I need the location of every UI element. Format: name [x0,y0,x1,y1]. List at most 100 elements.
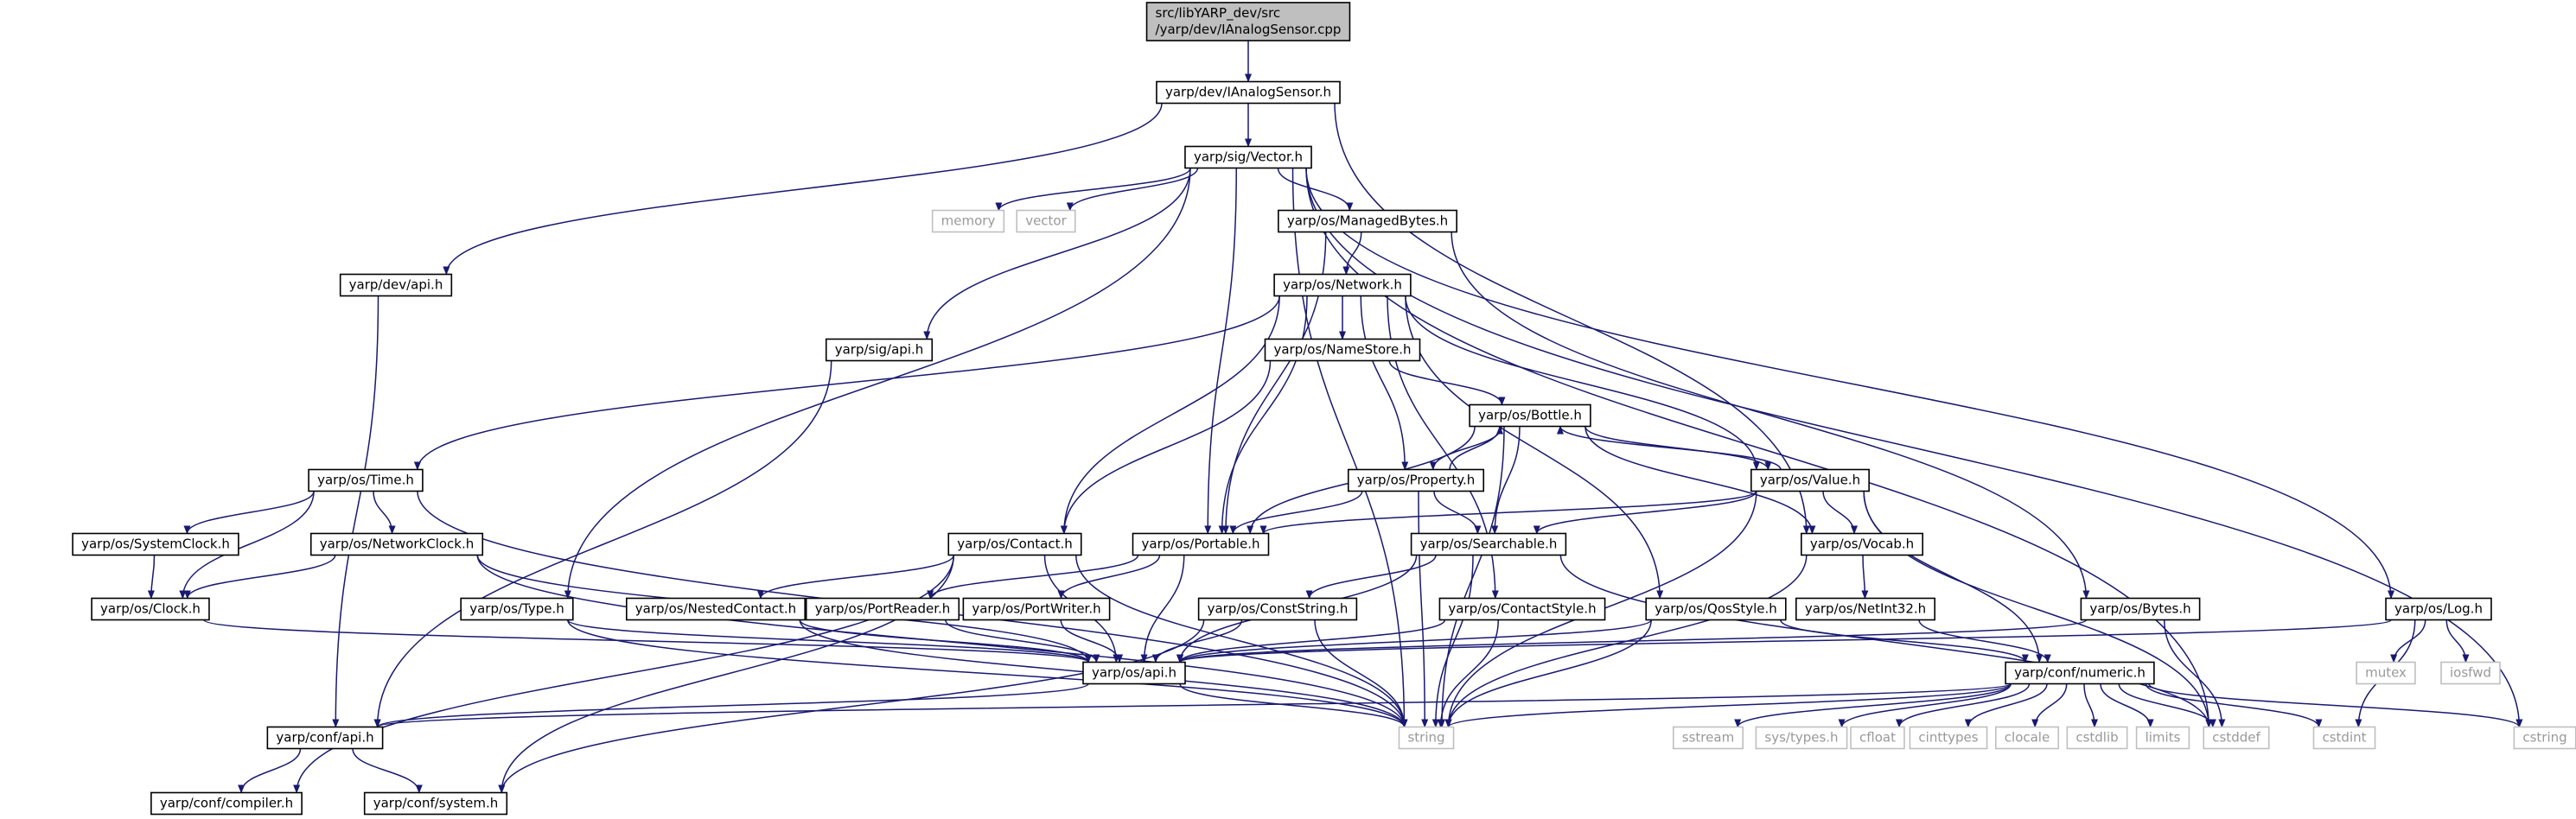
node-conststring[interactable]: yarp/os/ConstString.h [1197,597,1358,621]
node-contact[interactable]: yarp/os/Contact.h [947,532,1082,556]
node-cstdlib[interactable]: cstdlib [2066,726,2128,750]
edge-confapi-to-system [352,748,423,794]
edge-vector-to-string [1291,168,1408,728]
node-box [2005,661,2155,685]
edge-conststring-to-system [498,619,1205,794]
node-root[interactable]: src/libYARP_dev/src/yarp/dev/IAnalogSens… [1145,2,1351,41]
node-qosstyle[interactable]: yarp/os/QosStyle.h [1645,597,1787,621]
edge-property-to-searchable [1433,491,1482,535]
edge-portable-to-portwriter [1057,555,1161,600]
node-managedbytes[interactable]: yarp/os/ManagedBytes.h [1278,209,1457,233]
edge-value-to-portable [1259,490,1757,535]
node-namestore[interactable]: yarp/os/NameStore.h [1264,338,1421,362]
node-clock[interactable]: yarp/os/Clock.h [91,597,210,621]
node-osapi[interactable]: yarp/os/api.h [1082,661,1186,685]
dependency-edges [147,41,2523,794]
node-label: vector [1025,213,1067,229]
node-label: sys/types.h [1764,730,1838,746]
edge-qosstyle-to-string [1444,619,1652,728]
node-bottle[interactable]: yarp/os/Bottle.h [1469,403,1591,428]
node-property[interactable]: yarp/os/Property.h [1347,468,1485,492]
node-label: yarp/conf/numeric.h [2014,665,2146,681]
node-box [947,532,1082,556]
node-confapi[interactable]: yarp/conf/api.h [266,726,384,750]
edge-bottle-to-property [1429,426,1502,471]
node-numeric[interactable]: yarp/conf/numeric.h [2005,661,2155,685]
edge-numeric-to-cstddef [2118,683,2216,728]
node-vector[interactable]: vector [1016,209,1076,233]
node-box [1197,597,1358,621]
node-systemclock[interactable]: yarp/os/SystemClock.h [72,532,239,556]
node-box [1850,726,1905,750]
node-cfloat[interactable]: cfloat [1850,726,1905,750]
node-network[interactable]: yarp/os/Network.h [1273,273,1412,297]
node-label: iosfwd [2450,665,2491,681]
node-box [1278,209,1457,233]
node-box [2203,726,2270,750]
node-clocale[interactable]: clocale [1994,726,2060,750]
node-time[interactable]: yarp/os/Time.h [308,468,424,492]
edge-numeric-to-cinttypes [1964,683,2048,728]
node-cstring[interactable]: cstring [2513,726,2576,750]
edge-osapi-to-string [1179,683,1408,728]
edge-type-to-string [567,619,1408,728]
node-portable[interactable]: yarp/os/Portable.h [1132,532,1270,556]
node-devapi[interactable]: yarp/dev/api.h [339,273,453,297]
node-cinttypes[interactable]: cinttypes [1909,726,1988,750]
node-ianalogsensor[interactable]: yarp/dev/IAnalogSensor.h [1156,80,1341,105]
node-box [1273,273,1412,297]
node-portwriter[interactable]: yarp/os/PortWriter.h [962,597,1111,621]
edge-property-to-portable [1229,491,1363,535]
node-label: yarp/os/Type.h [469,601,564,617]
node-label: yarp/os/Searchable.h [1420,536,1558,552]
edge-osapi-to-confapi [373,682,1089,728]
edge-confapi-to-compiler [238,748,302,794]
node-label: /yarp/dev/IAnalogSensor.cpp [1156,22,1342,37]
node-sstream[interactable]: sstream [1673,726,1744,750]
edge-contactstyle-to-osapi [1176,619,1446,663]
edge-portable-to-portreader [927,555,1139,600]
node-box [1082,661,1186,685]
node-type[interactable]: yarp/os/Type.h [460,597,574,621]
node-networkclock[interactable]: yarp/os/NetworkClock.h [309,532,484,556]
node-limits[interactable]: limits [2135,726,2190,750]
node-memory[interactable]: memory [931,209,1005,233]
edge-managedbytes-to-network [1342,232,1362,276]
node-box [805,597,960,621]
node-searchable[interactable]: yarp/os/Searchable.h [1410,532,1567,556]
node-label: yarp/conf/compiler.h [160,796,293,811]
node-sigapi[interactable]: yarp/sig/api.h [825,338,934,362]
edge-vector-to-vector [1066,168,1199,212]
edge-value-to-vocab [1822,491,1858,535]
node-cstdint[interactable]: cstdint [2312,726,2376,750]
node-bytes[interactable]: yarp/os/Bytes.h [2080,597,2201,621]
edge-network-to-contact [1060,295,1280,535]
node-cstddef[interactable]: cstddef [2203,726,2270,750]
edge-qosstyle-to-osapi [1176,619,1652,663]
node-value[interactable]: yarp/os/Value.h [1750,468,1870,492]
node-netint32[interactable]: yarp/os/NetInt32.h [1795,597,1935,621]
file-nodes: src/libYARP_dev/src/yarp/dev/IAnalogSens… [72,2,2576,816]
edge-network-to-portable [1218,295,1308,535]
node-box [460,597,574,621]
node-contactstyle[interactable]: yarp/os/ContactStyle.h [1438,597,1606,621]
node-compiler[interactable]: yarp/conf/compiler.h [150,791,303,816]
node-log[interactable]: yarp/os/Log.h [2385,597,2492,621]
node-nestedcontact[interactable]: yarp/os/NestedContact.h [626,597,806,621]
node-string[interactable]: string [1398,726,1455,750]
edge-ianalogsensor-to-devapi [443,103,1163,276]
edge-numeric-to-limits [2100,683,2154,728]
edge-ianalogsensor-to-vocab [1334,103,1810,535]
node-vocab[interactable]: yarp/os/Vocab.h [1801,532,1923,556]
node-systypes[interactable]: sys/types.h [1755,726,1848,750]
node-system[interactable]: yarp/conf/system.h [363,791,508,816]
node-iosfwd[interactable]: iosfwd [2440,661,2501,685]
node-label: yarp/sig/api.h [835,342,924,358]
node-vector[interactable]: yarp/sig/Vector.h [1184,145,1312,169]
edge-value-to-bottle [1557,425,1782,470]
edge-contact-to-system [498,555,954,794]
node-mutex[interactable]: mutex [2356,661,2416,685]
edge-numeric-to-cstdint [2145,683,2323,728]
node-portreader[interactable]: yarp/os/PortReader.h [805,597,960,621]
